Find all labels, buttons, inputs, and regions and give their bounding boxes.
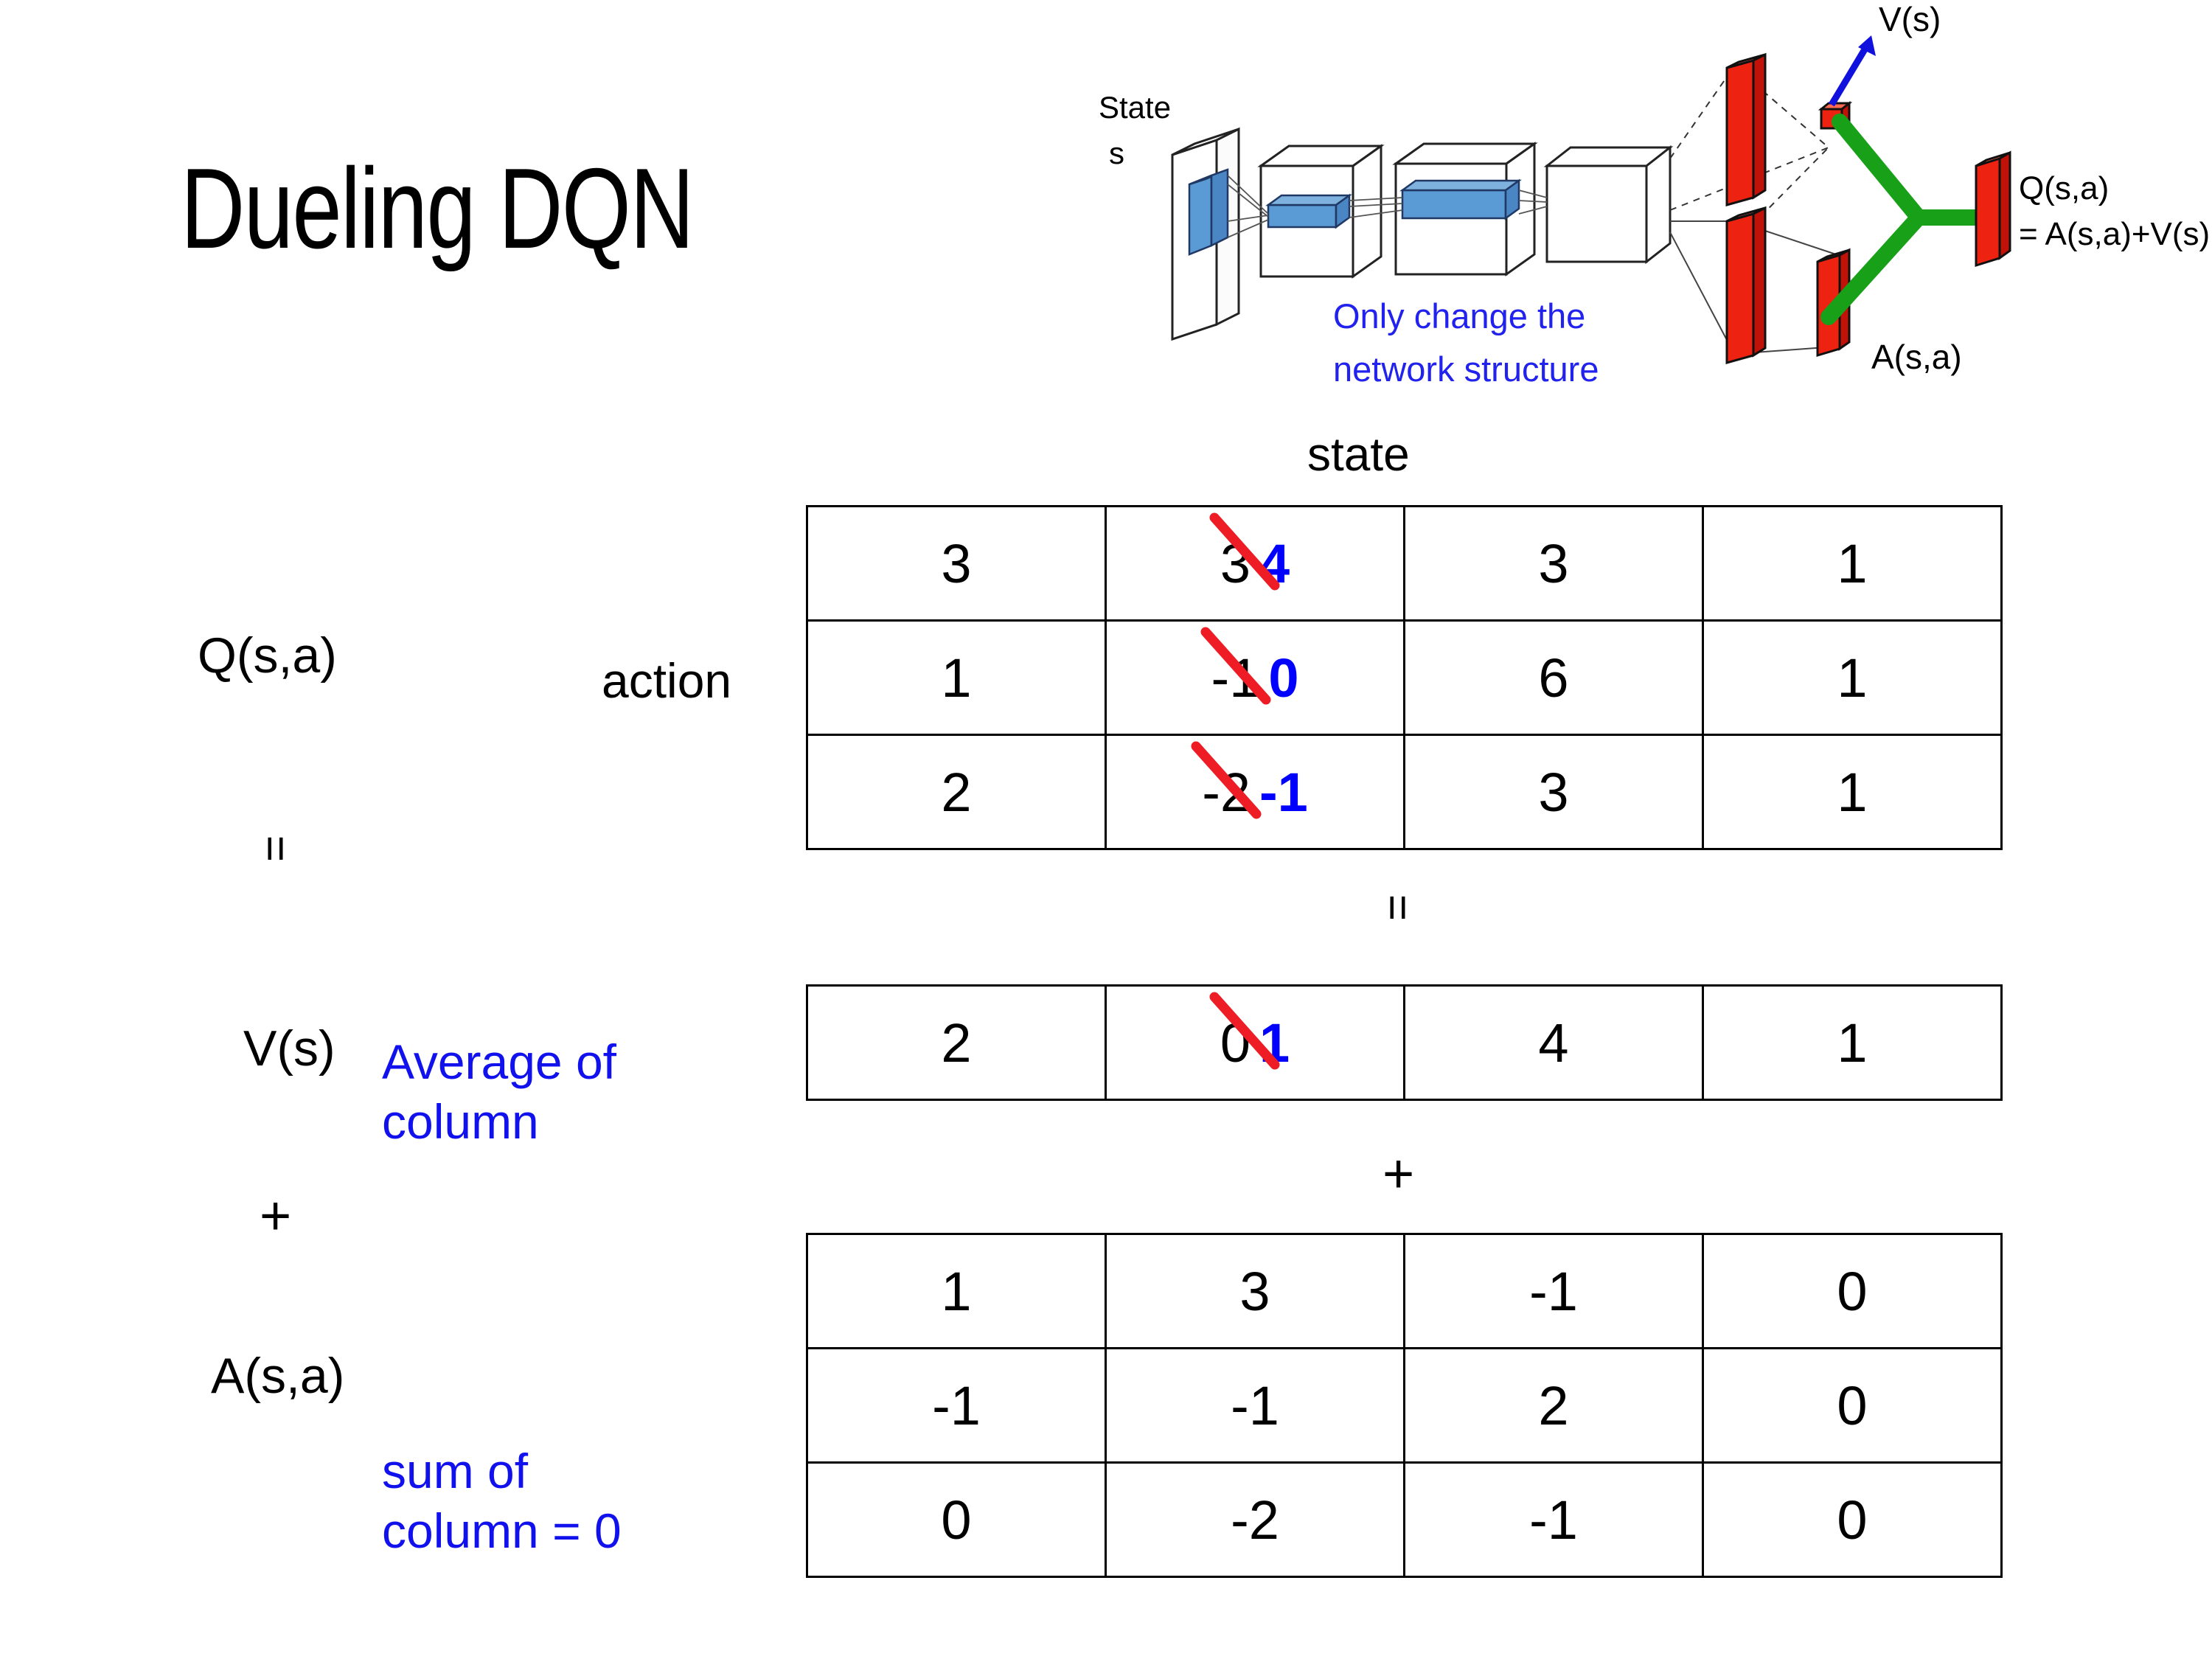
matrix-cell: 2 xyxy=(806,984,1107,1101)
plus-sign-between-v-and-a: + xyxy=(1382,1143,1415,1204)
q-function-label: Q(s,a) xyxy=(198,627,337,684)
sum-of-column-note: sum of column = 0 xyxy=(382,1444,622,1558)
a-function-label: A(s,a) xyxy=(211,1348,345,1404)
matrix-cell: 4 xyxy=(1403,984,1704,1101)
old-value: 3 xyxy=(1209,512,1280,595)
new-value: -1 xyxy=(1259,761,1308,823)
diagram-state-label-line2: s xyxy=(1109,136,1124,170)
matrix-cell: 6 xyxy=(1403,619,1704,736)
matrix-cell: 0 xyxy=(1702,1347,2003,1464)
old-value: -1 xyxy=(1200,627,1271,709)
matrix-cell: 1 xyxy=(1702,734,2003,850)
equals-sign-between-q-and-v: = xyxy=(1372,894,1424,922)
matrix-cell: -1 xyxy=(1403,1233,1704,1349)
matrix-cell: 0 xyxy=(1702,1461,2003,1578)
matrix-cell: 1 xyxy=(1702,619,2003,736)
matrix-cell: -2-1 xyxy=(1105,734,1405,850)
matrix-cell: 3 xyxy=(1403,734,1704,850)
matrix-cell: -1 xyxy=(1403,1461,1704,1578)
plus-sign-left: + xyxy=(260,1185,292,1246)
new-value: 0 xyxy=(1268,647,1299,709)
matrix-cell: -1 xyxy=(806,1347,1107,1464)
new-value: 4 xyxy=(1259,532,1290,594)
diagram-state-label-line1: State xyxy=(1099,90,1171,125)
matrix-cell: 3 xyxy=(806,505,1107,622)
diagram-vs-label: V(s) xyxy=(1879,0,1941,38)
diagram-asa-label: A(s,a) xyxy=(1871,338,1962,376)
action-axis-label: action xyxy=(602,653,732,708)
matrix-cell: -1 xyxy=(1105,1347,1405,1464)
v-function-label: V(s) xyxy=(243,1020,335,1077)
old-value: 0 xyxy=(1209,992,1280,1074)
matrix-cell: 2 xyxy=(1403,1347,1704,1464)
edited-cell: -2-1 xyxy=(1107,736,1403,848)
diagram-qsa-label-line2: = A(s,a)+V(s) xyxy=(2019,216,2210,252)
old-value: -2 xyxy=(1191,741,1262,824)
matrix-cell: 3 xyxy=(1105,1233,1405,1349)
diagram-qsa-label-line1: Q(s,a) xyxy=(2019,170,2109,206)
matrix-cell: 3 xyxy=(1403,505,1704,622)
average-of-column-note: Average of column xyxy=(382,1034,617,1149)
matrix-cell: 2 xyxy=(806,734,1107,850)
state-axis-label: state xyxy=(1307,428,1410,481)
new-value: 1 xyxy=(1259,1012,1290,1074)
matrix-cell: 0 xyxy=(806,1461,1107,1578)
matrix-cell: 0 xyxy=(1702,1233,2003,1349)
matrix-cell: 1 xyxy=(806,1233,1107,1349)
page-title: Dueling DQN xyxy=(181,145,695,272)
matrix-cell: 1 xyxy=(1702,505,2003,622)
matrix-cell: 1 xyxy=(1702,984,2003,1101)
diagram-annotation-line2: network structure xyxy=(1333,349,1599,389)
equals-sign-left: = xyxy=(250,835,302,863)
network-architecture-diagram: State s V(s) A(s,a) Q(s,a) = A(s,a)+V(s)… xyxy=(1091,0,2212,413)
diagram-annotation-line1: Only change the xyxy=(1333,296,1585,335)
matrix-cell: 1 xyxy=(806,619,1107,736)
matrix-cell: -2 xyxy=(1105,1461,1405,1578)
